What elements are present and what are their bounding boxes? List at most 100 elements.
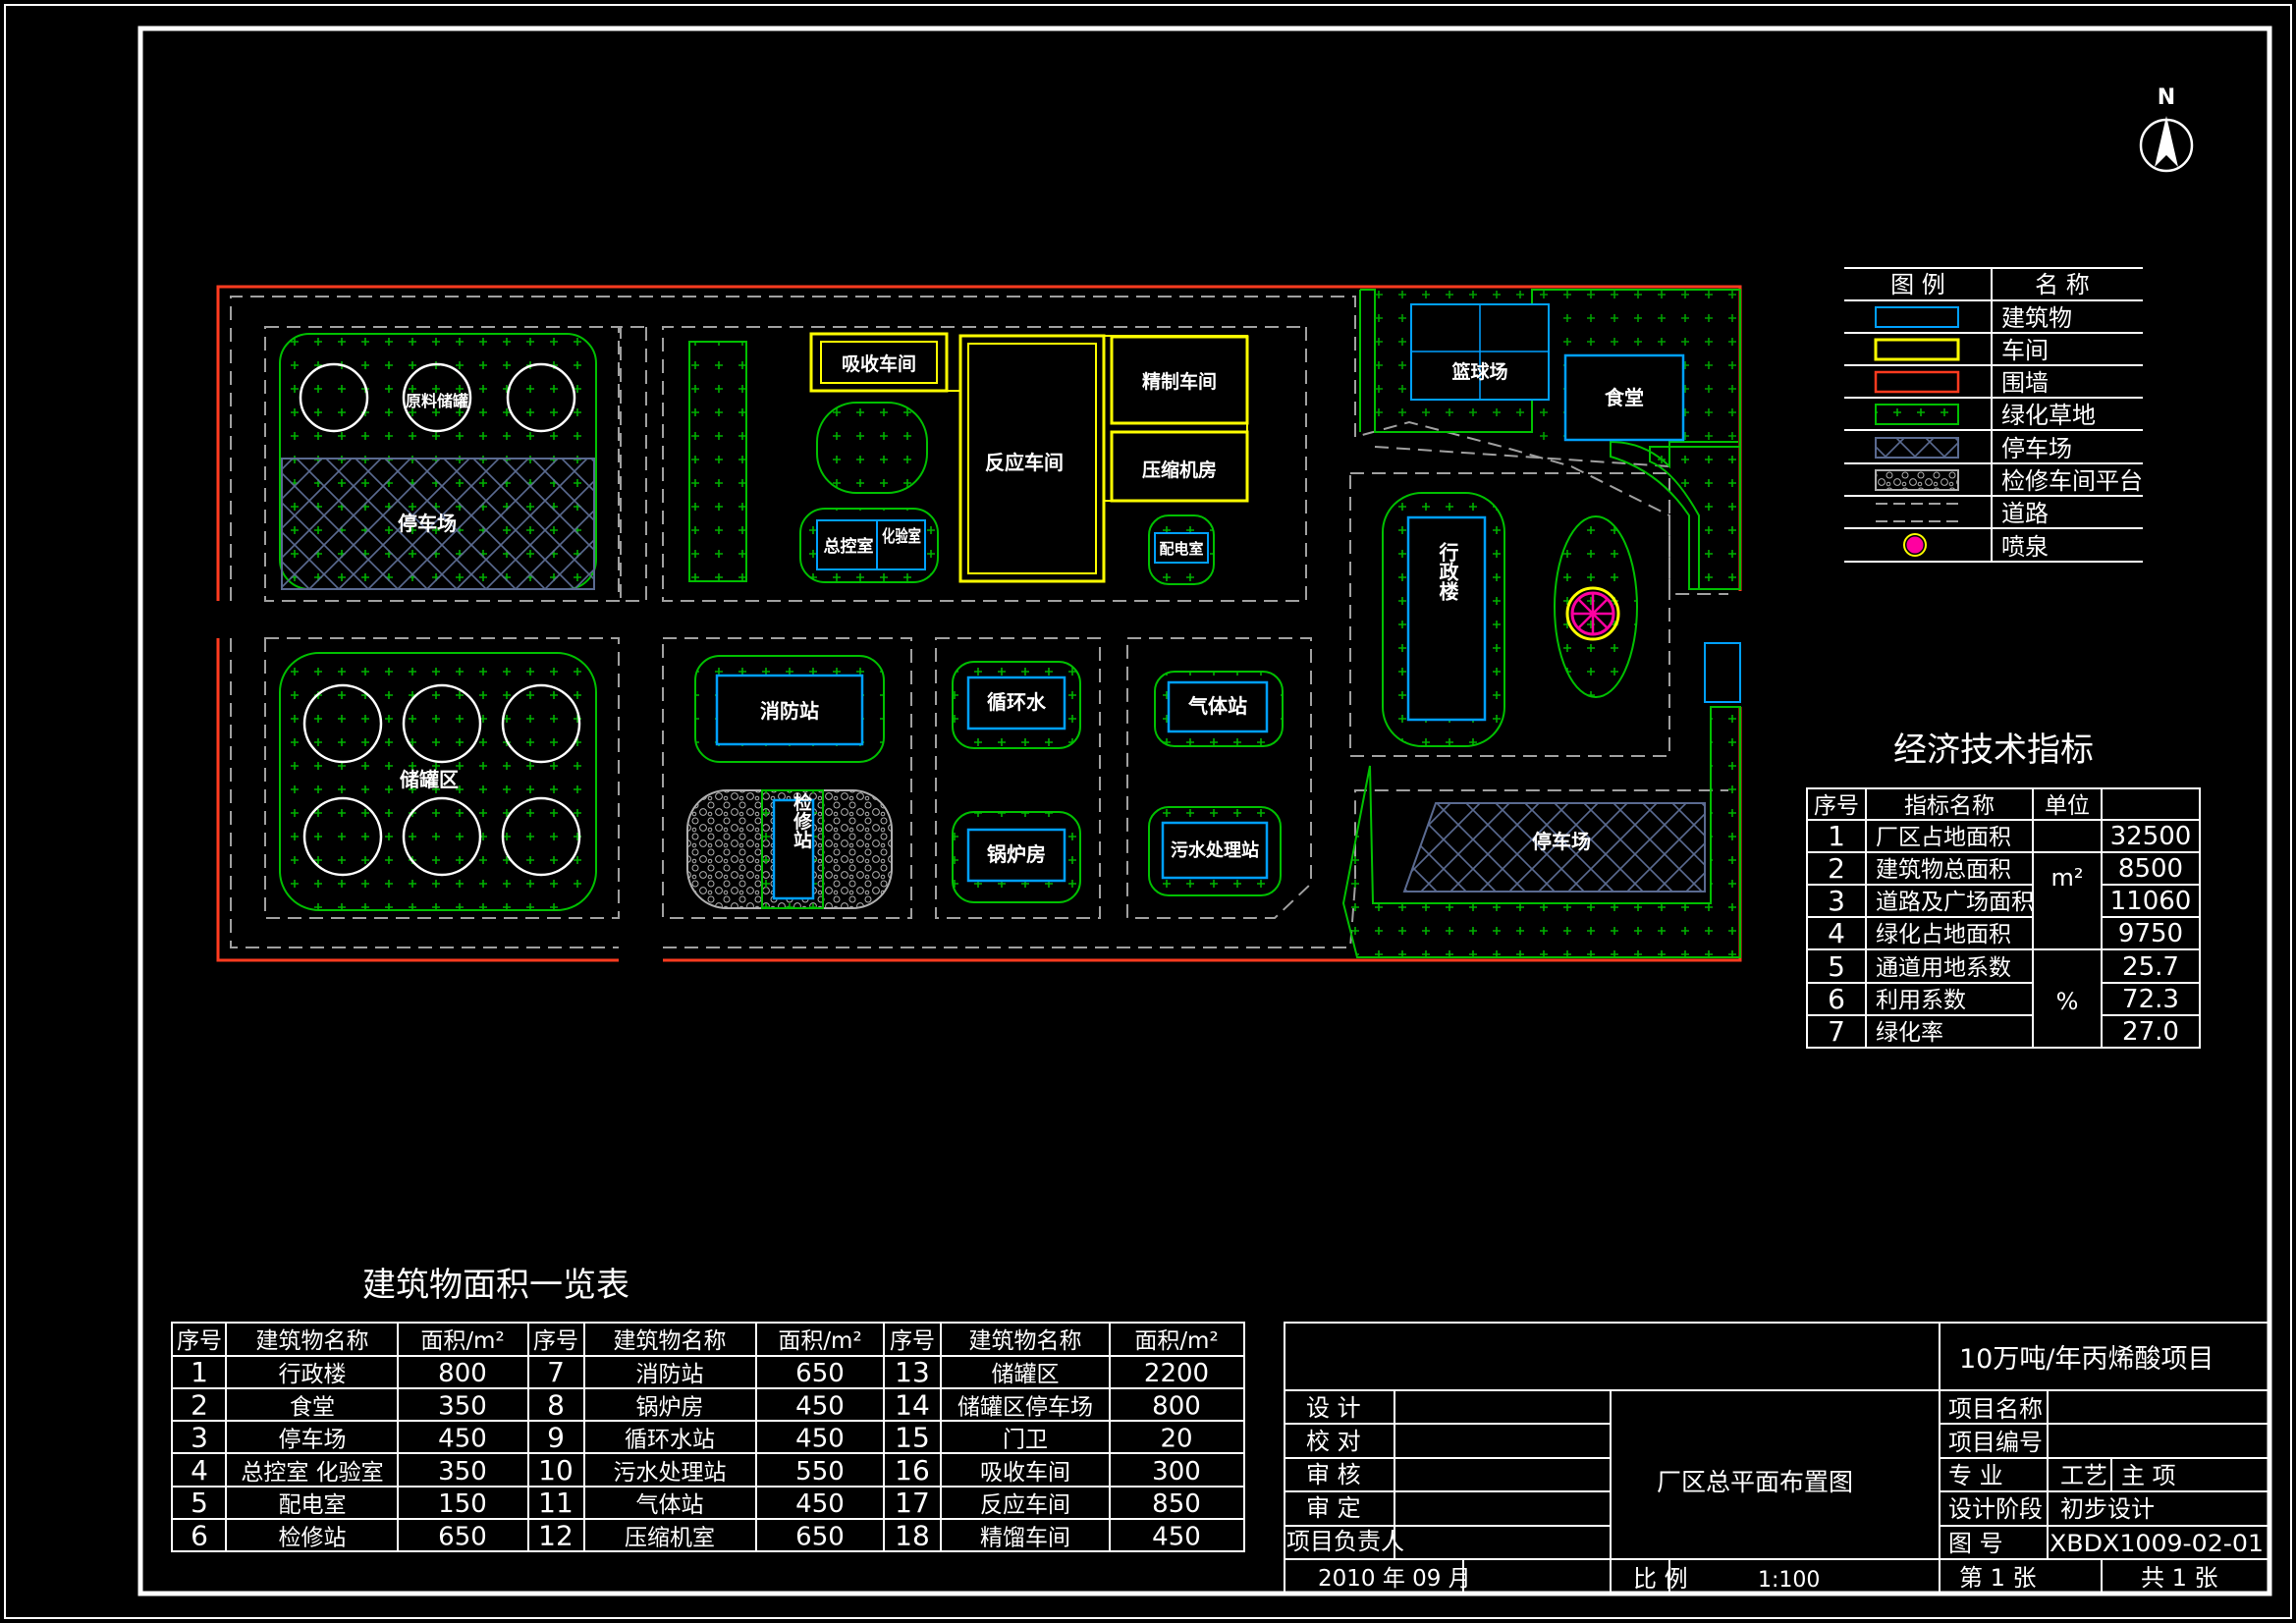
econ-row-name: 道路及广场面积: [1876, 890, 2034, 915]
area-row-name: 污水处理站: [614, 1460, 727, 1486]
area-row-name: 配电室: [279, 1492, 347, 1518]
econ-row-no: 6: [1828, 983, 1845, 1015]
econ-row-name: 建筑物总面积: [1876, 857, 2011, 883]
area-table: 建筑物面积一览表 序号 建筑物名称 面积/m² 序号 建筑物名称 面积/m²: [171, 1266, 1245, 1552]
workshop-reaction: [958, 334, 1106, 583]
area-row-name: 食堂: [290, 1394, 335, 1420]
label-compressor: 压缩机房: [1142, 459, 1217, 481]
area-row-name: 压缩机室: [625, 1526, 715, 1551]
area-row-area: 300: [1152, 1457, 1201, 1487]
legend-road-icon: [1876, 503, 1960, 522]
building-canteen: [1563, 353, 1685, 442]
legend-header-name: 名 称: [2035, 271, 2090, 298]
area-table-title: 建筑物面积一览表: [362, 1266, 629, 1305]
area-row-no: 17: [895, 1487, 930, 1519]
scale-value: 1:100: [1758, 1568, 1820, 1593]
econ-row-no: 1: [1828, 820, 1845, 852]
area-row-no: 18: [895, 1520, 930, 1552]
area-row-area: 650: [795, 1359, 845, 1388]
area-row-name: 停车场: [279, 1428, 347, 1453]
label-basketball: 篮球场: [1450, 360, 1507, 383]
econ-row-value: 72.3: [2122, 985, 2179, 1014]
scale-label: 比 例: [1633, 1565, 1688, 1593]
north-arrow-icon: N: [2139, 85, 2194, 173]
building-repair: [772, 798, 815, 900]
field-sheet: 第 1 张: [1959, 1564, 2037, 1592]
area-row-no: 11: [538, 1487, 574, 1519]
area-row-area: 450: [1152, 1523, 1201, 1552]
area-row-area: 450: [795, 1391, 845, 1421]
area-row-no: 9: [547, 1422, 565, 1454]
storage-tanks: [302, 683, 581, 877]
raw-tank-2: [402, 362, 472, 433]
fountain-icon: [1565, 586, 1620, 641]
area-row-area: 550: [795, 1457, 845, 1487]
area-row-area: 350: [438, 1457, 487, 1487]
drawing-date: 2010 年 09 月: [1318, 1566, 1471, 1592]
econ-header-no: 序号: [1814, 793, 1859, 819]
area-row-no: 13: [895, 1356, 930, 1388]
building-sewage: [1161, 821, 1269, 880]
workshop-absorb: [809, 332, 949, 393]
building-gas: [1167, 680, 1269, 733]
workshop-refine: [1110, 335, 1249, 425]
area-row-name: 门卫: [1003, 1428, 1048, 1453]
area-row-name: 锅炉房: [636, 1394, 704, 1420]
econ-row-no: 4: [1828, 917, 1845, 949]
legend-parking-icon: [1875, 437, 1959, 459]
building-water: [966, 676, 1066, 730]
econ-row-no: 7: [1828, 1015, 1845, 1048]
econ-table: 经济技术指标 序号 指标名称 单位 1 厂区占地面积 32500 2 建筑物总面…: [1806, 730, 2201, 1049]
field-lead: 主 项: [2121, 1462, 2176, 1489]
area-header-no: 序号: [533, 1328, 578, 1354]
area-row-no: 5: [191, 1487, 208, 1519]
legend-fountain-icon: [1903, 533, 1927, 557]
legend-name-fountain: 喷泉: [2001, 533, 2049, 561]
area-row-no: 6: [191, 1520, 208, 1552]
area-row-name: 总控室 化验室: [241, 1460, 383, 1486]
label-reaction: 反应车间: [985, 451, 1064, 474]
roads: [230, 296, 1728, 948]
econ-row-no: 2: [1828, 852, 1845, 885]
econ-title: 经济技术指标: [1893, 730, 2094, 770]
econ-row-no: 5: [1828, 950, 1845, 983]
area-header-area: 面积/m²: [420, 1328, 504, 1354]
econ-row-value: 32500: [2110, 822, 2192, 851]
area-row-area: 450: [795, 1489, 845, 1519]
econ-row-value: 8500: [2118, 854, 2183, 884]
label-boiler: 锅炉房: [987, 842, 1046, 866]
area-row-no: 8: [547, 1388, 565, 1421]
area-row-name: 储罐区: [992, 1362, 1060, 1387]
label-water: 循环水: [987, 690, 1047, 714]
raw-tank-3: [506, 362, 576, 433]
legend-header-symbol: 图 例: [1890, 271, 1945, 298]
building-boiler: [966, 828, 1066, 883]
legend-name-green: 绿化草地: [2001, 402, 2096, 429]
label-power: 配电室: [1159, 540, 1203, 558]
field-drawing-no: XBDX1009-02-01: [2050, 1530, 2264, 1557]
area-row-name: 反应车间: [980, 1492, 1070, 1518]
area-row-no: 14: [895, 1388, 930, 1421]
area-row-no: 12: [538, 1520, 574, 1552]
role-design: 设 计: [1306, 1394, 1361, 1422]
area-row-area: 650: [795, 1523, 845, 1552]
legend-platform-icon: [1875, 469, 1959, 491]
field-major-value: 工艺: [2060, 1462, 2107, 1489]
area-row-name: 循环水站: [625, 1428, 715, 1453]
econ-unit-area: m²: [2051, 864, 2084, 892]
label-control: 总控室: [824, 536, 874, 557]
raw-tank-1: [299, 362, 369, 433]
legend-green-icon: [1875, 404, 1959, 425]
area-row-no: 1: [191, 1356, 208, 1388]
econ-header-unit: 单位: [2045, 793, 2090, 819]
label-lab: 化验室: [882, 526, 921, 547]
area-row-no: 15: [895, 1422, 930, 1454]
field-project-no: 项目编号: [1948, 1429, 2043, 1456]
role-check: 校 对: [1306, 1428, 1361, 1455]
econ-row-name: 绿化占地面积: [1876, 922, 2011, 947]
econ-row-name: 通道用地系数: [1876, 955, 2011, 981]
role-approve: 审 定: [1306, 1494, 1361, 1522]
north-label: N: [2158, 85, 2175, 110]
